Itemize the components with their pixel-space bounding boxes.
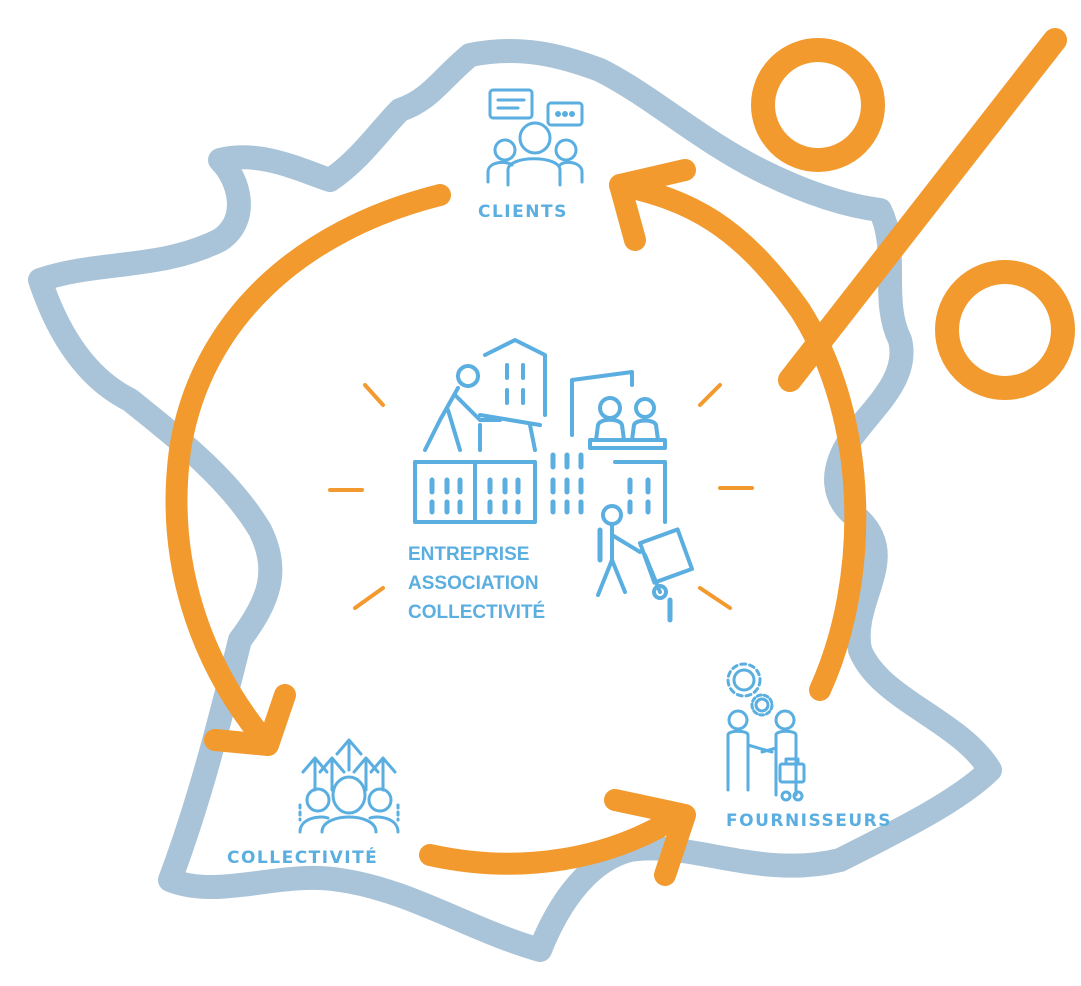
percent-icon xyxy=(751,28,1075,400)
people-chat-icon xyxy=(486,88,584,187)
center-line-entreprise: ENTREPRISE xyxy=(408,544,530,565)
arrow-head-collectivite xyxy=(204,684,296,756)
arrow-head-fournisseurs xyxy=(604,789,696,886)
label-fournisseurs: FOURNISSEURS xyxy=(726,811,892,831)
handshake-gears-icon xyxy=(726,662,806,802)
center-line-collectivite: COLLECTIVITÉ xyxy=(408,602,546,623)
workers-buildings-icon xyxy=(413,338,694,623)
arrow-collectivite-to-fournisseurs xyxy=(419,804,691,875)
arrow-clients-to-collectivite xyxy=(165,184,451,746)
sunburst-rays xyxy=(328,383,754,610)
arrow-head-clients xyxy=(609,159,696,251)
center-text: ENTREPRISE ASSOCIATION COLLECTIVITÉ xyxy=(408,540,545,627)
center-line-association: ASSOCIATION xyxy=(408,573,539,594)
group-growth-icon xyxy=(298,738,400,834)
map-of-france xyxy=(28,39,1002,962)
arrow-fournisseurs-to-clients xyxy=(609,174,867,701)
label-clients: CLIENTS xyxy=(478,202,568,222)
label-collectivite: COLLECTIVITÉ xyxy=(227,848,379,868)
